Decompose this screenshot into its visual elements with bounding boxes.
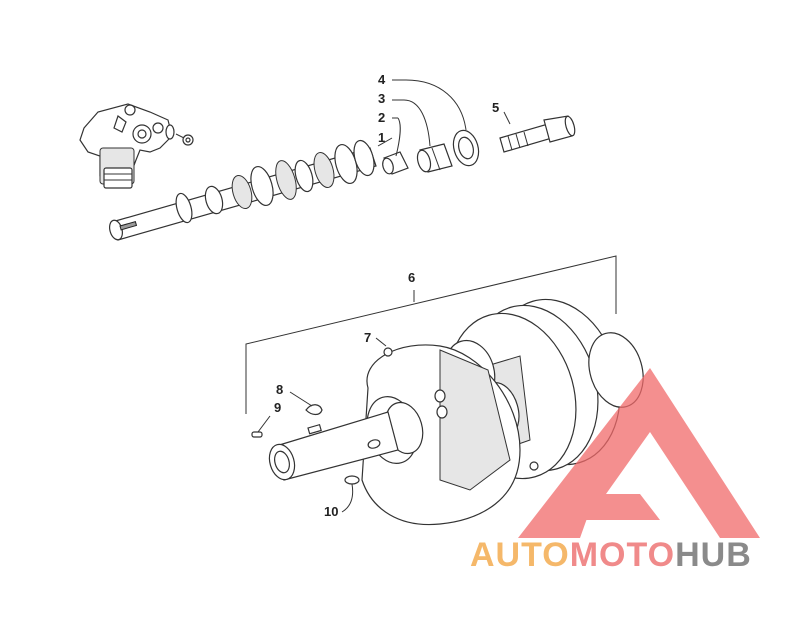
callout-1: 1: [378, 130, 385, 145]
callout-4: 4: [378, 72, 386, 87]
callout-2: 2: [378, 110, 385, 125]
plug-part-7: [383, 347, 393, 357]
oil-pump-assembly: [79, 103, 194, 189]
callout-9: 9: [274, 400, 281, 415]
bushing-part: [382, 151, 409, 175]
crankshaft-bracket: [245, 255, 617, 414]
watermark-text: AUTOMOTOHUB: [470, 536, 752, 575]
crankshaft: [268, 298, 644, 526]
callout-10: 10: [324, 504, 338, 519]
triangle-logo-icon: [518, 368, 760, 538]
watermark-hub: HUB: [675, 536, 752, 574]
callout-3: 3: [378, 91, 385, 106]
callout-leaders-top: [377, 79, 511, 157]
callout-6: 6: [408, 270, 415, 285]
dowel-part-10: [344, 475, 360, 485]
callout-7: 7: [364, 330, 371, 345]
watermark-auto: AUTO: [470, 536, 570, 574]
pin-part-9: [251, 431, 263, 438]
callout-8: 8: [276, 382, 283, 397]
bolt-part: [499, 115, 576, 153]
seal-ring-part: [452, 129, 480, 167]
callout-leaders-bottom: [257, 337, 387, 513]
camshaft: [109, 139, 377, 241]
watermark-moto: MOTO: [569, 536, 676, 574]
key-part-8: [305, 404, 323, 416]
callout-5: 5: [492, 100, 499, 115]
collar-part: [416, 143, 453, 173]
